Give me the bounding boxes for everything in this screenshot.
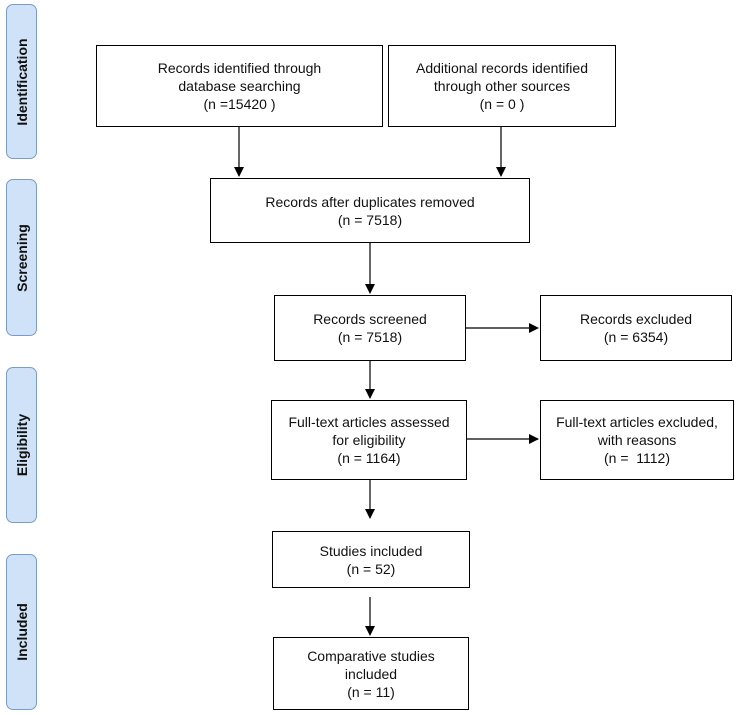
box-comparative-included: Comparative studies included (n = 11) <box>273 637 469 710</box>
box-line: Records identified through <box>157 60 322 76</box>
box-line: (n = 11) <box>347 683 395 700</box>
box-line: Comparative studies <box>307 647 435 664</box>
box-line: database searching <box>178 78 301 94</box>
box-line: included <box>344 665 398 682</box>
box-line: (n = 52) <box>346 560 396 577</box>
box-line: (n =15420 ) <box>203 96 276 112</box>
box-fulltext-excluded: Full-text articles excluded, with reason… <box>540 400 734 480</box>
stage-screening: Screening <box>6 179 37 336</box>
box-line: Records excluded <box>579 311 693 327</box>
stage-eligibility: Eligibility <box>6 367 37 523</box>
box-line: with reasons <box>597 432 677 448</box>
box-line: (n = 1112) <box>603 450 671 466</box>
box-records-excluded: Records excluded (n = 6354) <box>540 295 732 361</box>
box-line: Full-text articles assessed <box>288 414 450 430</box>
stage-identification: Identification <box>6 4 37 159</box>
box-records-identified: Records identified through database sear… <box>96 45 383 127</box>
stage-included: Included <box>6 554 37 710</box>
box-line: through other sources <box>433 78 571 94</box>
box-records-screened: Records screened (n = 7518) <box>274 295 466 361</box>
box-line: (n = 0 ) <box>479 96 525 112</box>
box-line: (n = 1164) <box>337 450 401 466</box>
box-fulltext-assessed: Full-text articles assessed for eligibil… <box>271 400 467 480</box>
box-after-duplicates: Records after duplicates removed (n = 75… <box>210 178 530 243</box>
box-line: Additional records identified <box>416 60 588 76</box>
box-line: Records screened <box>313 311 427 327</box>
box-line: (n = 7518) <box>337 329 403 345</box>
box-line: (n = 7518) <box>337 211 403 228</box>
box-line: for eligibility <box>332 432 406 448</box>
box-studies-included: Studies included (n = 52) <box>272 531 470 588</box>
box-additional-records: Additional records identified through ot… <box>388 45 616 127</box>
box-line: (n = 6354) <box>603 329 669 345</box>
box-line: Studies included <box>319 542 423 559</box>
box-line: Records after duplicates removed <box>265 193 475 210</box>
box-line: Full-text articles excluded, <box>556 414 718 430</box>
